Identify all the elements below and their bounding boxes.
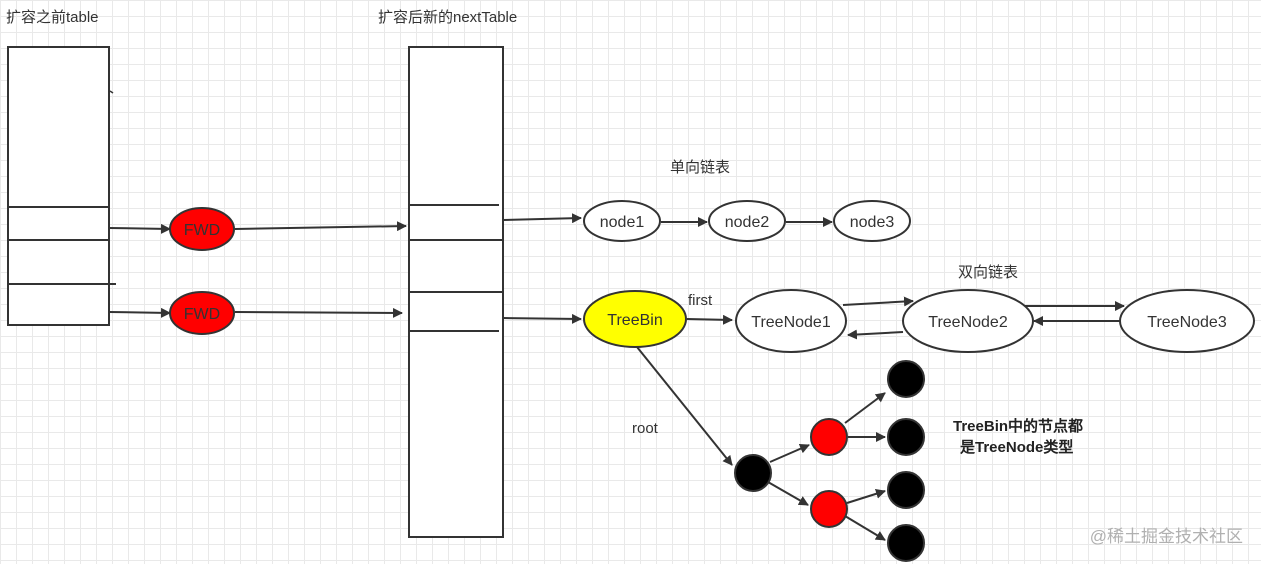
fwd-node-1: FWD xyxy=(169,207,235,251)
new-table-label: 扩容后新的nextTable xyxy=(378,9,517,26)
doubly-linked-label: 双向链表 xyxy=(958,264,1018,281)
first-label: first xyxy=(688,292,713,309)
treenode1-label: TreeNode1 xyxy=(751,314,831,331)
singly-linked-label: 单向链表 xyxy=(670,159,730,176)
treebin-label: TreeBin xyxy=(607,312,662,329)
treebin-arrows xyxy=(502,296,1125,340)
node3: node3 xyxy=(833,200,911,242)
tree-red-node-lower xyxy=(810,490,848,528)
new-table xyxy=(408,46,504,538)
treenode2: TreeNode2 xyxy=(902,289,1034,353)
tree-leaf-black-node-2 xyxy=(887,418,925,456)
treebin-node: TreeBin xyxy=(583,290,687,348)
tree-red-node-upper xyxy=(810,418,848,456)
note-line-2: 是TreeNode类型 xyxy=(959,438,1073,456)
root-label: root xyxy=(632,420,659,437)
fwd-node-1-label: FWD xyxy=(184,222,220,239)
treenode1: TreeNode1 xyxy=(735,289,847,353)
tree-leaf-black-node-4 xyxy=(887,524,925,562)
tree-leaf-black-node-3 xyxy=(887,471,925,509)
singly-linked-arrows xyxy=(502,213,833,227)
old-table-label: 扩容之前table xyxy=(6,9,99,26)
tree-edges xyxy=(636,346,886,541)
treenode3: TreeNode3 xyxy=(1119,289,1255,353)
node2: node2 xyxy=(708,200,786,242)
tree-leaf-black-node-1 xyxy=(887,360,925,398)
node3-label: node3 xyxy=(850,214,895,231)
watermark: @稀土掘金技术社区 xyxy=(1090,527,1243,546)
fwd-node-2: FWD xyxy=(169,291,235,335)
fwd-node-2-label: FWD xyxy=(184,306,220,323)
node1: node1 xyxy=(583,200,661,242)
node1-label: node1 xyxy=(600,214,645,231)
old-table xyxy=(7,46,116,326)
tree-root-black-node xyxy=(734,454,772,492)
treenode2-label: TreeNode2 xyxy=(928,314,1008,331)
forwarding-arrows xyxy=(108,221,407,318)
note-line-1: TreeBin中的节点都 xyxy=(953,417,1083,435)
node2-label: node2 xyxy=(725,214,770,231)
treenode3-label: TreeNode3 xyxy=(1147,314,1227,331)
